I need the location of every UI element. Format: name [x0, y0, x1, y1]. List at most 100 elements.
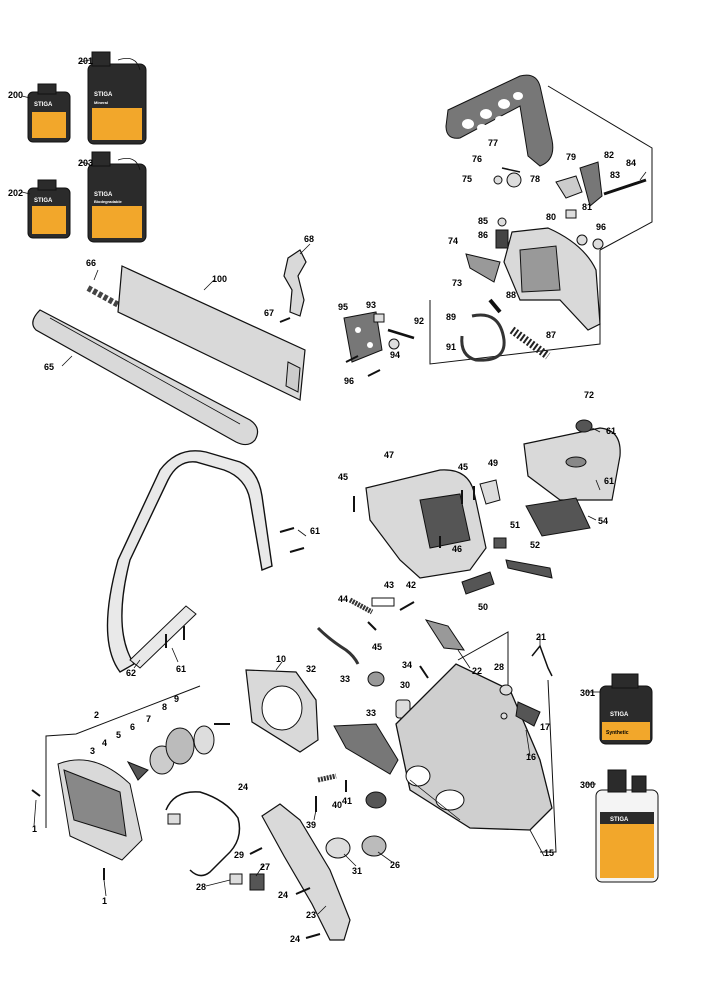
- callout-17: 17: [540, 722, 550, 732]
- bracket-47: [479, 479, 501, 505]
- callout-202: 202: [8, 188, 23, 198]
- screws-24: [249, 847, 321, 939]
- callout-100: 100: [212, 274, 227, 284]
- plate-94: [343, 311, 383, 363]
- plugs-26-32: [325, 779, 461, 859]
- intake-manifold: [333, 723, 399, 775]
- callout-9: 9: [174, 694, 179, 704]
- callout-1b: 1: [102, 896, 107, 906]
- cable-21: [531, 644, 553, 677]
- lever-73: [465, 253, 501, 283]
- callout-39: 40: [332, 800, 342, 810]
- callout-38: 39: [306, 820, 316, 830]
- front-handle-guard: [445, 74, 554, 167]
- callout-81: 82: [604, 150, 614, 160]
- callout-54: 61: [606, 426, 616, 436]
- callout-27: 28: [494, 662, 504, 672]
- group-frame-2: [45, 685, 201, 828]
- spring-86: [509, 326, 551, 360]
- callout-47: 49: [488, 458, 498, 468]
- pin-92: [373, 313, 385, 323]
- bottle-301-brand: STIGA: [610, 712, 629, 718]
- switch-50: [493, 537, 507, 549]
- callout-89: 91: [446, 342, 456, 352]
- callout-62: 62: [126, 668, 136, 678]
- starter-cover-1: [31, 759, 143, 880]
- starter-parts-3-9: [126, 723, 230, 781]
- callout-42: 43: [384, 580, 394, 590]
- callout-23: 23: [306, 910, 316, 920]
- callout-41: 42: [406, 580, 416, 590]
- rear-handle-23: [261, 803, 351, 941]
- leader-lines: [21, 59, 647, 915]
- callout-22: 22: [472, 666, 482, 676]
- callout-67: 67: [264, 308, 274, 318]
- filter-52: [525, 497, 591, 537]
- callout-49: 50: [478, 602, 488, 612]
- callout-3: 3: [90, 746, 95, 756]
- callout-79: 80: [546, 212, 556, 222]
- callout-50: 51: [510, 520, 520, 530]
- oil-can-203: STIGA Biodegradable: [87, 151, 147, 243]
- callout-44: 45: [372, 642, 382, 652]
- callout-201: 201: [78, 56, 93, 66]
- callout-4: 4: [102, 738, 107, 748]
- screws-61: [165, 527, 305, 648]
- callout-24b: 24: [278, 890, 288, 900]
- screw-67: [279, 317, 291, 323]
- callout-61a: 61: [310, 526, 320, 536]
- callout-51: 52: [530, 540, 540, 550]
- callout-73: 74: [448, 236, 458, 246]
- fan-housing-10: [245, 669, 319, 753]
- callout-92: 93: [366, 300, 376, 310]
- top-cover-46: [365, 469, 487, 579]
- oil-bottle-200: STIGA: [27, 83, 71, 143]
- screws-38-40: [315, 780, 347, 812]
- callout-83: 84: [626, 158, 636, 168]
- callout-28: 27: [260, 862, 270, 872]
- callout-34: 33: [366, 708, 376, 718]
- small-parts-74-85: [488, 161, 647, 314]
- can-203-brand: STIGA: [94, 192, 113, 198]
- callout-16: 16: [526, 752, 536, 762]
- tank-cover-53: [523, 427, 621, 501]
- callout-33: 32: [306, 664, 316, 674]
- callout-72: 73: [452, 278, 462, 288]
- callout-66: 66: [86, 258, 96, 268]
- bracket-68: [283, 249, 307, 317]
- callout-45b: 45: [458, 462, 468, 472]
- bottle-301-label: Synthetic: [606, 730, 629, 736]
- callout-65: 65: [44, 362, 54, 372]
- bottle-202-brand: STIGA: [34, 198, 53, 204]
- callout-85: 86: [478, 230, 488, 240]
- callout-8: 8: [162, 702, 167, 712]
- bottle-200-brand: STIGA: [34, 102, 53, 108]
- bar-cover-100: [117, 265, 306, 401]
- callout-24c: 24: [290, 934, 300, 944]
- callout-45c: 46: [452, 544, 462, 554]
- callout-31: 30: [400, 680, 410, 690]
- hose-33: [316, 626, 360, 665]
- callout-labels: 201 200 203 202 66 100 65 68 67 95 93 92…: [8, 56, 636, 944]
- callout-7: 7: [146, 714, 151, 724]
- callout-91: 92: [414, 316, 424, 326]
- callout-86: 87: [546, 330, 556, 340]
- callout-68: 68: [304, 234, 314, 244]
- bolt-91: [387, 328, 415, 340]
- callout-88: 89: [446, 312, 456, 322]
- callout-61b: 61: [176, 664, 186, 674]
- nut-93: [388, 338, 400, 350]
- callout-52: 54: [598, 516, 608, 526]
- callout-93: 94: [390, 350, 400, 360]
- callout-74: 75: [462, 174, 472, 184]
- spring-39: [317, 773, 337, 783]
- callout-76: 77: [488, 138, 498, 148]
- callout-6: 6: [130, 722, 135, 732]
- front-handlebar-62: [106, 450, 273, 673]
- callout-35: 33: [340, 674, 350, 684]
- callout-36: 34: [402, 660, 412, 670]
- callout-75: 76: [472, 154, 482, 164]
- callout-78: 79: [566, 152, 576, 162]
- callout-30: 29: [234, 850, 244, 860]
- callout-1a: 1: [32, 824, 37, 834]
